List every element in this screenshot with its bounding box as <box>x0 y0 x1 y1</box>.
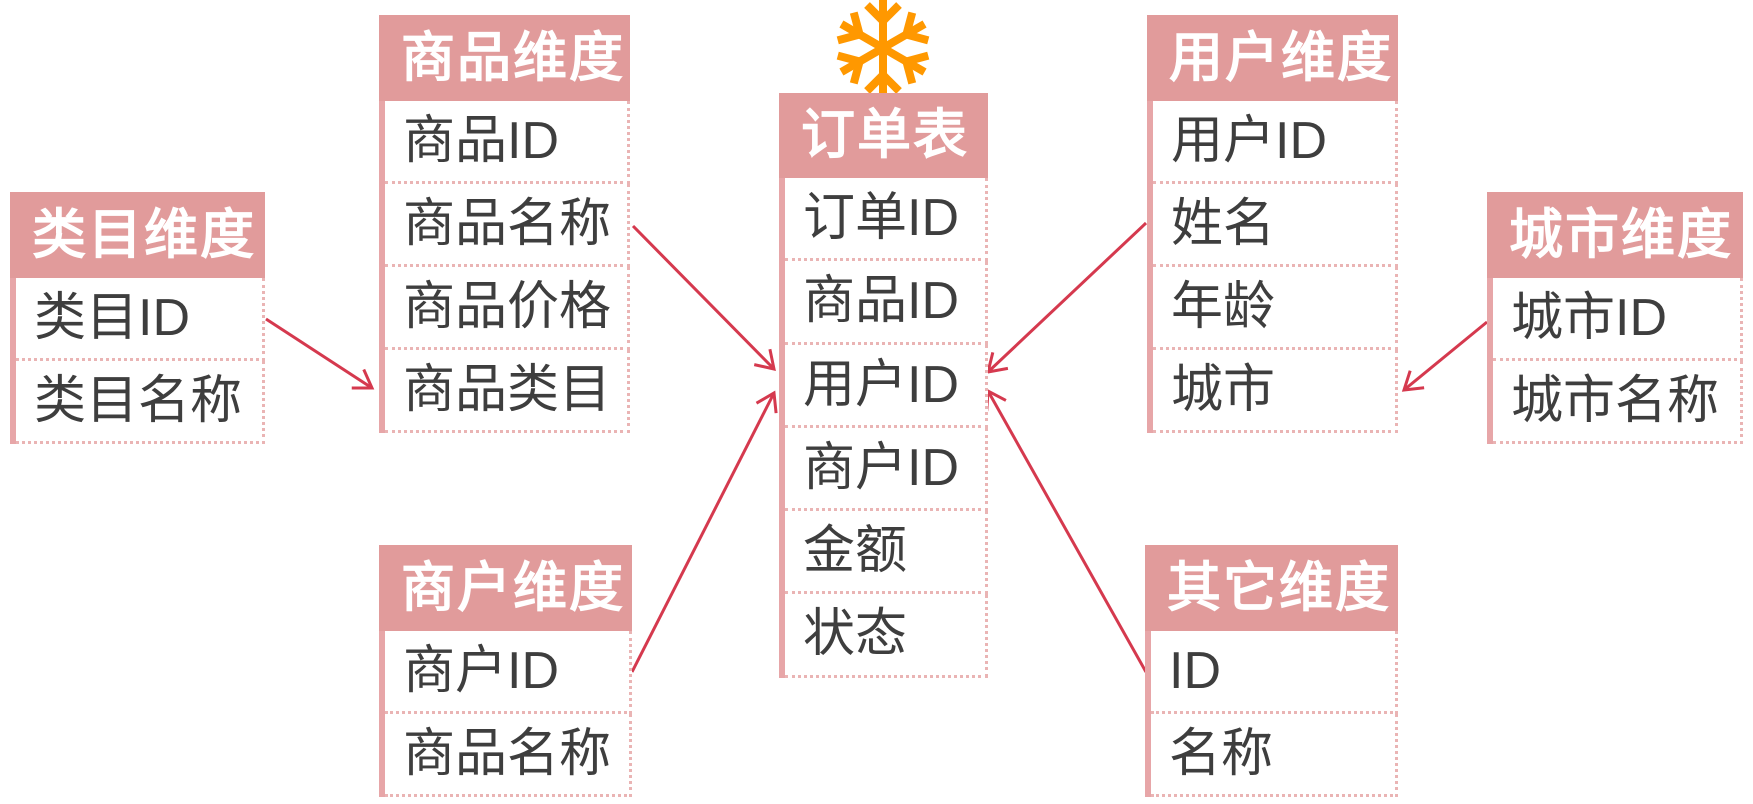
table-title: 城市维度 <box>1487 192 1743 278</box>
field-row: 年龄 <box>1153 267 1398 350</box>
field-row: 商品ID <box>785 261 988 345</box>
field-row: 名称 <box>1151 714 1398 797</box>
table-title: 商户维度 <box>379 545 632 631</box>
table-title: 其它维度 <box>1145 545 1398 631</box>
field-row: 类目ID <box>16 278 265 361</box>
field-row: 商品价格 <box>385 267 630 350</box>
field-row: 城市 <box>1153 350 1398 433</box>
field-row: 订单ID <box>785 178 988 262</box>
snowflake-icon <box>836 0 930 96</box>
field-row: 商户ID <box>385 631 632 714</box>
field-row: 用户ID <box>785 344 988 428</box>
field-row: 城市ID <box>1493 278 1743 361</box>
field-row: 用户ID <box>1153 101 1398 184</box>
table-title: 订单表 <box>779 93 988 178</box>
arrow-product-to-order <box>631 224 776 371</box>
arrow-city-to-user <box>1401 320 1488 392</box>
arrow-category-to-product <box>265 317 375 390</box>
table-title: 商品维度 <box>379 15 630 101</box>
field-row: 商户ID <box>785 427 988 512</box>
field-row: 商品ID <box>385 101 630 184</box>
field-row: 类目名称 <box>16 361 265 444</box>
field-row: ID <box>1151 631 1398 714</box>
field-row: 商品类目 <box>385 350 630 433</box>
arrow-merchant-to-order <box>630 390 778 673</box>
arrow-user-to-order <box>985 221 1148 374</box>
table-title: 用户维度 <box>1147 15 1398 101</box>
field-row: 城市名称 <box>1493 361 1743 444</box>
arrow-other-to-order <box>985 388 1148 673</box>
field-row: 商品名称 <box>385 184 630 267</box>
table-title: 类目维度 <box>10 192 265 278</box>
field-row: 姓名 <box>1153 184 1398 267</box>
field-row: 状态 <box>785 594 988 678</box>
field-row: 商品名称 <box>385 714 632 797</box>
field-row: 金额 <box>785 511 988 595</box>
